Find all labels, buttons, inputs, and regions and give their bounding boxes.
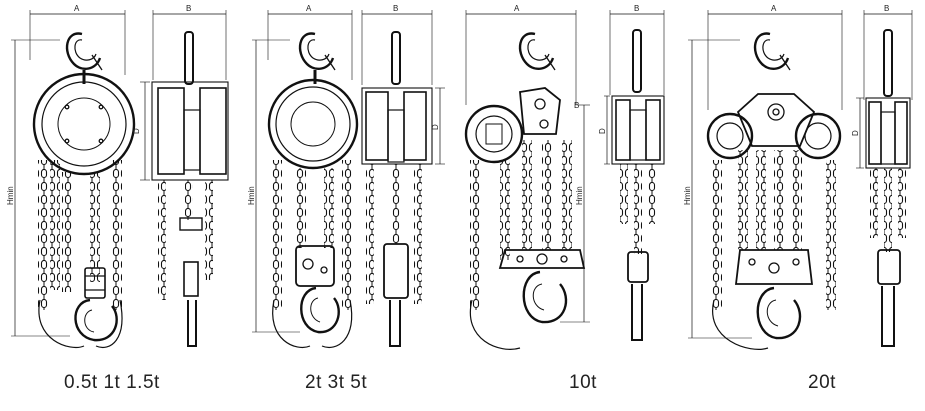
dimension-label-d: D [851, 130, 860, 136]
capacity-caption-small: 0.5t 1t 1.5t [64, 372, 160, 393]
capacity-caption-20t: 20t [808, 372, 836, 393]
hoist-front-view-10t [464, 10, 590, 350]
dimension-label-a: A [74, 4, 80, 13]
hoist-side-view-10t [604, 10, 665, 341]
hoist-side-view-medium [361, 10, 445, 347]
dimension-label-d: D [431, 124, 440, 130]
hoist-side-view-small [140, 10, 229, 347]
hoist-front-view-small [11, 10, 136, 348]
dimension-label-hmin: Hmin [6, 186, 15, 205]
dimension-label-hmin: Hmin [247, 186, 256, 205]
hoist-front-view-20t [688, 10, 843, 350]
capacity-caption-10t: 10t [569, 372, 597, 393]
dimension-label-d: D [598, 128, 607, 134]
dimension-label-b: B [884, 4, 889, 13]
hoist-side-view-20t [856, 10, 913, 347]
dimension-label-b: B [393, 4, 398, 13]
dimension-label-b: B [634, 4, 639, 13]
dimension-label-a: A [771, 4, 777, 13]
dimension-label-d: D [132, 128, 141, 134]
hoist-front-view-medium [252, 10, 359, 348]
dimension-label-hmin: Hmin [575, 186, 584, 205]
capacity-caption-medium: 2t 3t 5t [305, 372, 368, 393]
dimension-label-a: A [514, 4, 520, 13]
dimension-label-hmin: Hmin [683, 186, 692, 205]
dimension-label-b: B [574, 101, 579, 110]
dimension-label-b: B [186, 4, 191, 13]
dimension-label-a: A [306, 4, 312, 13]
